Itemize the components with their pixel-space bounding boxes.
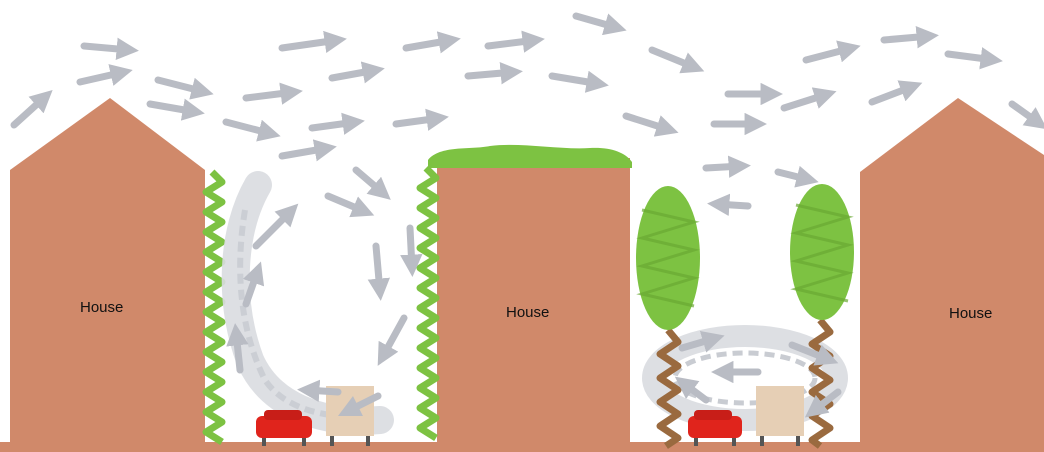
house-middle [437, 158, 630, 447]
house-left [10, 98, 205, 447]
swirl-left [236, 185, 380, 421]
green-wall-left [206, 172, 222, 442]
house-left-label: House [80, 299, 123, 316]
house-right-label: House [949, 305, 992, 322]
box-right [756, 386, 804, 446]
house-right [860, 98, 1044, 447]
house-middle-label: House [506, 304, 549, 321]
green-roof [428, 145, 632, 168]
green-wall-middle [420, 168, 436, 438]
